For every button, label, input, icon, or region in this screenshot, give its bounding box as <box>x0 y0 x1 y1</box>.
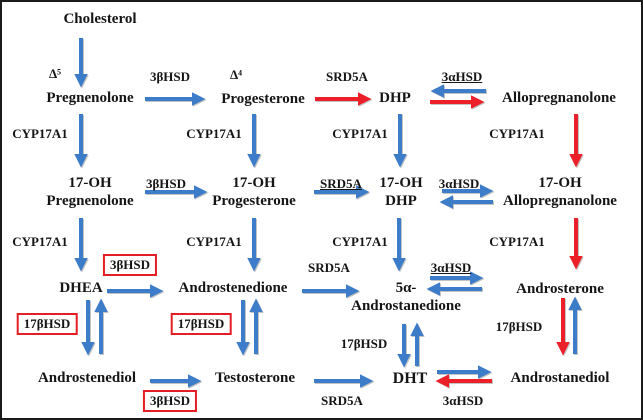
compound-line: Allopregnanolone <box>503 193 617 209</box>
compound-allopregnanolone: Allopregnanolone <box>502 90 616 106</box>
compound-line: 5α- <box>395 280 417 296</box>
enzyme-label-srd5a: SRD5A <box>320 176 362 191</box>
enzyme-label-17bhsd-boxed: 17βHSD <box>170 313 232 335</box>
compound-line: Pregnenolone <box>46 193 134 209</box>
enzyme-label-3ahsd: 3αHSD <box>438 176 480 191</box>
compound-pregnenolone: Pregnenolone <box>46 90 134 106</box>
enzyme-label-3bhsd-boxed: 3βHSD <box>102 254 158 276</box>
enzyme-label-delta4: Δ⁴ <box>229 67 243 82</box>
enzyme-label-cyp17a1: CYP17A1 <box>186 126 242 141</box>
compound-androsterone: Androsterone <box>516 281 604 297</box>
compound-dht: DHT <box>392 370 428 387</box>
enzyme-label-3bhsd-boxed: 3βHSD <box>142 390 198 412</box>
enzyme-label-srd5a: SRD5A <box>308 260 350 275</box>
compound-17oh-progesterone: 17-OH Progesterone <box>212 174 296 210</box>
compound-testosterone: Testosterone <box>215 370 295 386</box>
compound-5a-androstanedione: 5α- Androstanedione <box>351 279 461 315</box>
enzyme-label-srd5a: SRD5A <box>321 393 363 408</box>
enzyme-label-cyp17a1: CYP17A1 <box>332 234 388 249</box>
enzyme-label-cyp17a1: CYP17A1 <box>332 126 388 141</box>
enzyme-label-cyp17a1: CYP17A1 <box>12 126 68 141</box>
compound-progesterone: Progesterone <box>221 91 305 107</box>
enzyme-label-cyp17a1: CYP17A1 <box>186 234 242 249</box>
compound-dhp: DHP <box>379 90 411 106</box>
compound-androstenediol: Androstenediol <box>37 370 137 386</box>
enzyme-label-3ahsd: 3αHSD <box>430 260 472 275</box>
enzyme-label-cyp17a1: CYP17A1 <box>12 234 68 249</box>
compound-line: 17-OH <box>68 175 112 191</box>
enzyme-label-3ahsd: 3αHSD <box>442 393 484 408</box>
compound-17oh-dhp: 17-OH DHP <box>379 174 422 210</box>
enzyme-label-delta5: Δ⁵ <box>48 66 62 81</box>
compound-line: 17-OH <box>379 175 423 191</box>
compound-line: DHP <box>385 193 417 209</box>
compound-line: 17-OH <box>232 175 276 191</box>
compound-line: Progesterone <box>212 193 296 209</box>
compound-17oh-pregnenolone: 17-OH Pregnenolone <box>46 174 133 210</box>
enzyme-label-3bhsd: 3βHSD <box>149 69 191 84</box>
enzyme-label-17bhsd: 17βHSD <box>495 319 543 334</box>
enzyme-label-17bhsd-boxed: 17βHSD <box>16 313 78 335</box>
compound-androstanediol: Androstanediol <box>510 370 610 386</box>
enzyme-label-cyp17a1: CYP17A1 <box>489 126 545 141</box>
enzyme-label-srd5a: SRD5A <box>326 69 368 84</box>
compound-17oh-allopregnanolone: 17-OH Allopregnanolone <box>503 174 617 210</box>
compound-line: 17-OH <box>538 175 582 191</box>
enzyme-label-cyp17a1: CYP17A1 <box>489 234 545 249</box>
enzyme-label-17bhsd: 17βHSD <box>340 336 388 351</box>
enzyme-label-3ahsd: 3αHSD <box>441 69 483 84</box>
enzyme-label-3bhsd: 3βHSD <box>145 176 187 191</box>
compound-androstenedione: Androstenedione <box>178 280 288 296</box>
compound-dhea: DHEA <box>59 280 103 296</box>
compound-cholesterol: Cholesterol <box>63 11 137 27</box>
compound-line: Androstanedione <box>351 298 461 314</box>
